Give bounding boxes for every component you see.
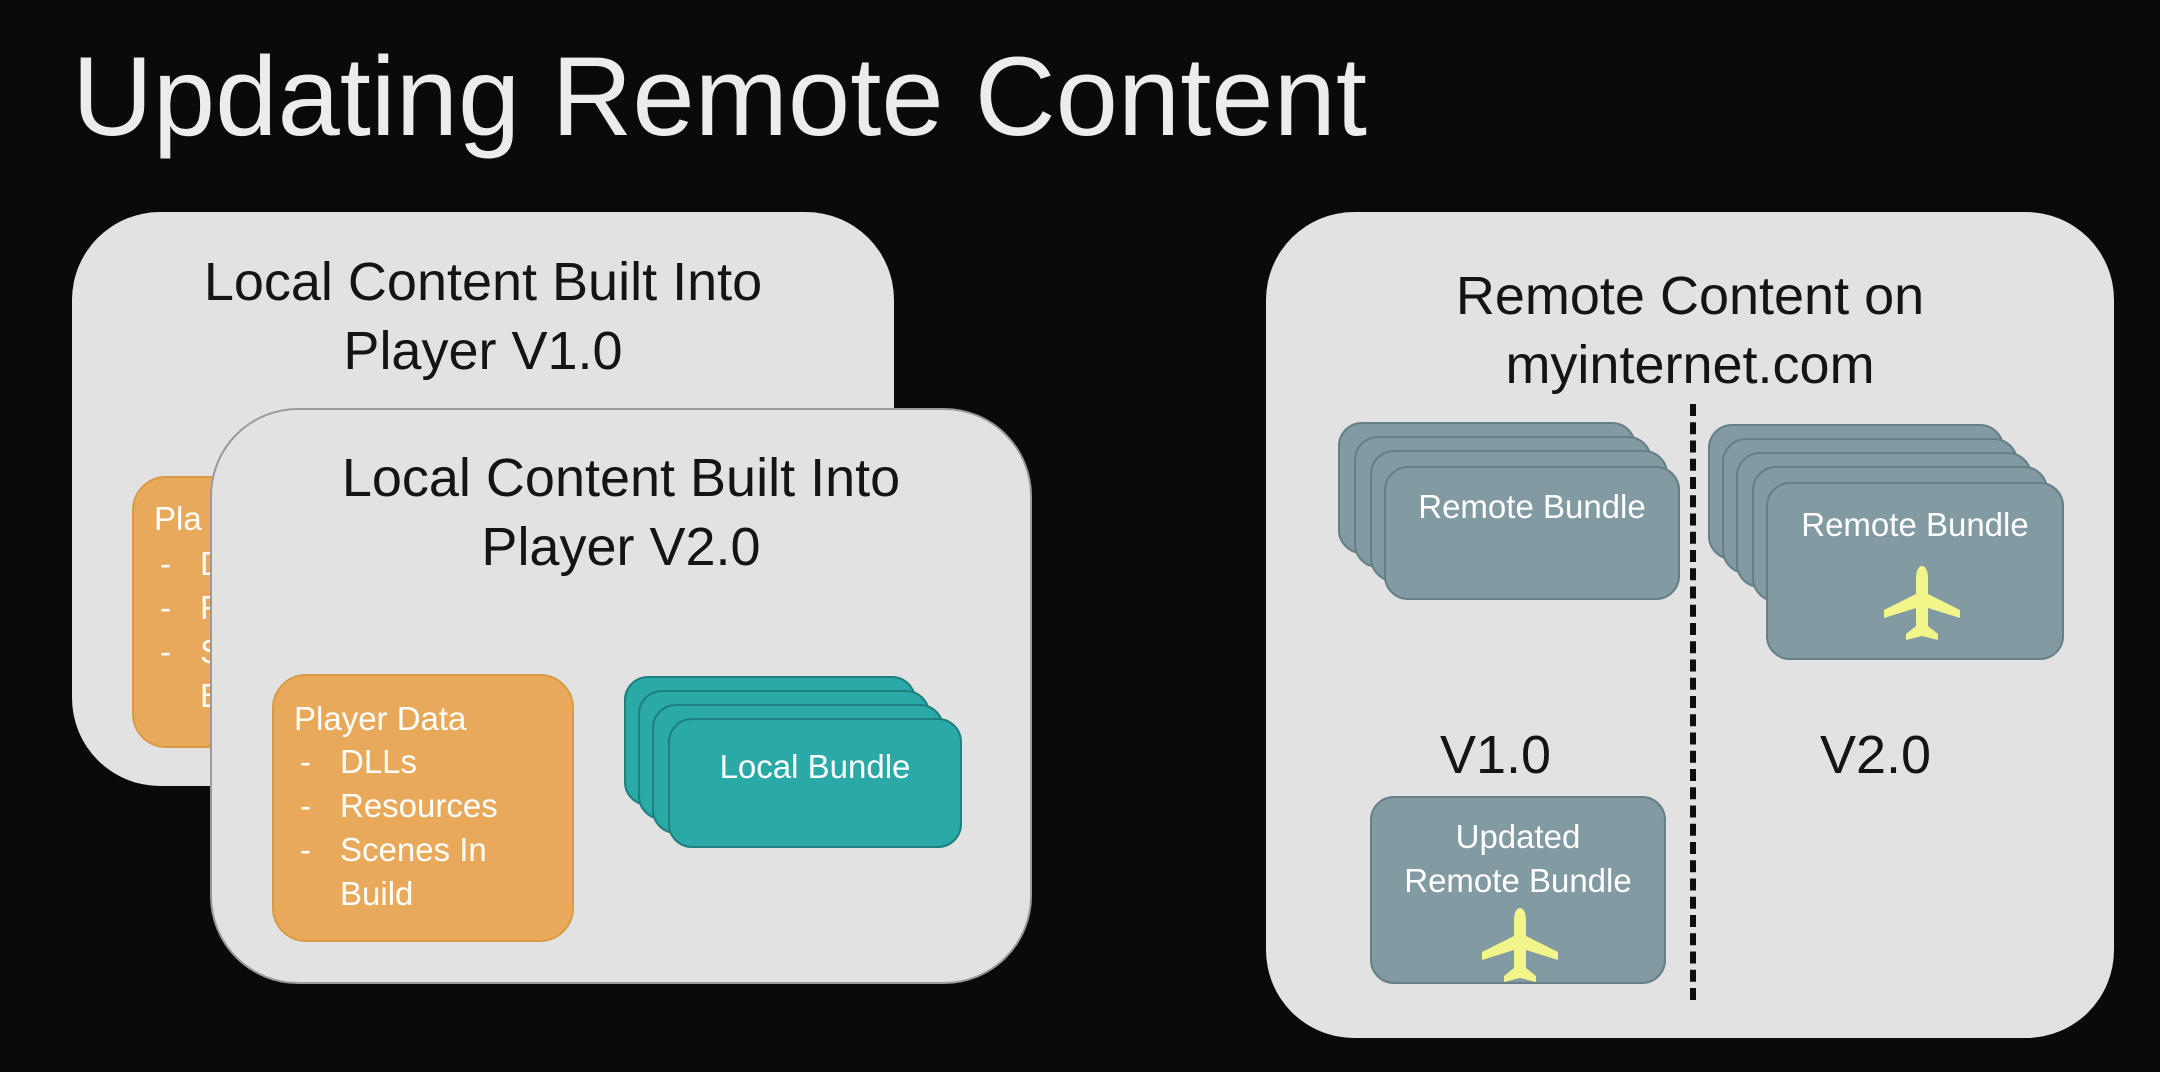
player-data-v1-title: Pla [154,500,202,537]
remote-bundle-v2-label: Remote Bundle [1801,506,2029,543]
version-divider [1690,404,1696,1000]
bullet-dash: - [160,545,171,582]
airplane-icon [1482,908,1558,982]
local-v2-title-line2: Player V2.0 [481,517,761,577]
version-label-v2: V2.0 [1820,725,1932,785]
player-data-v2-item: DLLs [340,743,418,780]
remote-title: Remote Content on myinternet.com [1266,262,2114,400]
bullet-dash: - [300,831,311,868]
local-v2-title-line1: Local Content Built Into [341,448,901,508]
remote-title-line1: Remote Content on [1455,266,1925,326]
updated-remote-bundle-label-line1: Updated [1455,818,1581,855]
player-data-box-v2: Player Data - DLLs - Resources - Scenes … [272,674,574,942]
bullet-dash: - [300,787,311,824]
updated-remote-bundle-card: Updated Remote Bundle [1370,796,1666,984]
local-v2-title: Local Content Built Into Player V2.0 [212,444,1030,582]
player-data-v2-title: Player Data [294,700,467,737]
local-v1-title-line2: Player V1.0 [343,321,623,381]
remote-bundle-v1-card: Remote Bundle [1384,466,1680,600]
local-content-v2-panel: Local Content Built Into Player V2.0 Pla… [210,408,1032,984]
slide-title: Updating Remote Content [72,34,1367,159]
bullet-dash: - [160,633,171,670]
local-bundle-label: Local Bundle [719,748,911,785]
airplane-icon [1884,566,1960,640]
remote-bundle-v1-label: Remote Bundle [1418,488,1646,525]
version-label-v1: V1.0 [1440,725,1552,785]
player-data-v2-item: Build [340,875,414,912]
bullet-dash: - [160,589,171,626]
remote-bundle-v2-card: Remote Bundle [1766,482,2064,660]
bullet-dash: - [300,743,311,780]
local-bundle-card: Local Bundle [668,718,962,848]
local-v1-title-line1: Local Content Built Into [203,252,763,312]
updated-remote-bundle-label-line2: Remote Bundle [1404,862,1632,899]
player-data-v2-item: Resources [340,787,498,824]
local-v1-title: Local Content Built Into Player V1.0 [72,248,894,386]
player-data-v2-item: Scenes In [340,831,487,868]
remote-title-line2: myinternet.com [1505,335,1875,395]
